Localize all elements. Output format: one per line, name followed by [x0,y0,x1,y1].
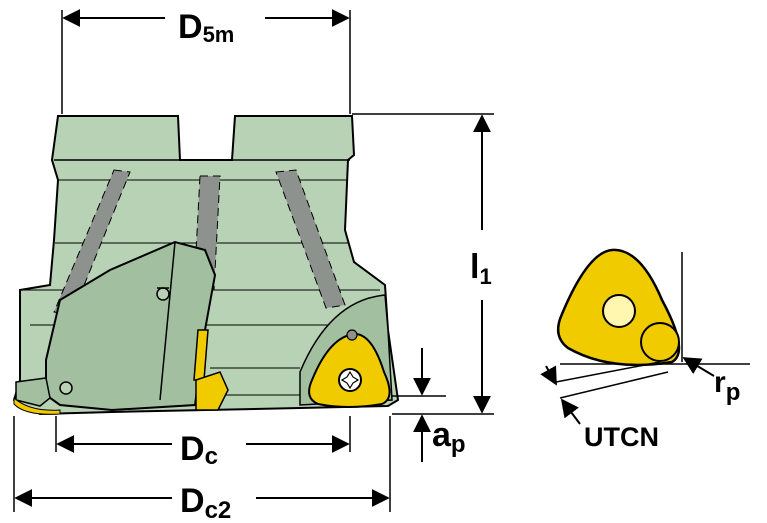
dimension-d5m: D5m [61,8,351,114]
screw-hole-pocket [156,287,170,301]
torx-icon [340,370,360,390]
middle-insert [195,371,229,411]
dimension-l1: l1 [352,113,494,415]
insert-detail: rp UTCN [540,248,750,452]
clearance-line-2 [559,371,669,399]
clamp-screw [346,329,358,341]
rp-arrow [682,357,715,377]
dc-label: Dc [180,430,218,470]
left-insert-edge [13,396,61,415]
ap-label: ap [432,416,466,458]
left-insert-seat [15,377,51,407]
clearance-arrow-top [540,365,557,386]
chip-pocket-edge [159,241,176,401]
left-screw [59,381,73,395]
clearance-line-1 [555,361,661,383]
chip-pocket [45,240,217,412]
d5m-label: D5m [178,8,234,47]
dimension-dc2: Dc2 [13,416,391,523]
rp-label: rp [714,366,740,406]
l1-label: l1 [470,248,492,289]
dc2-label: Dc2 [180,482,231,523]
dimension-dc: Dc [55,416,351,470]
dimension-ap: ap [392,348,466,462]
corner-radius-circle [640,322,680,362]
cutter-body [12,115,400,416]
insert-center-hole [602,294,636,328]
clearance-arrow-bottom [560,398,581,425]
utcn-label: UTCN [584,422,659,452]
flute-groove-right [275,169,346,309]
